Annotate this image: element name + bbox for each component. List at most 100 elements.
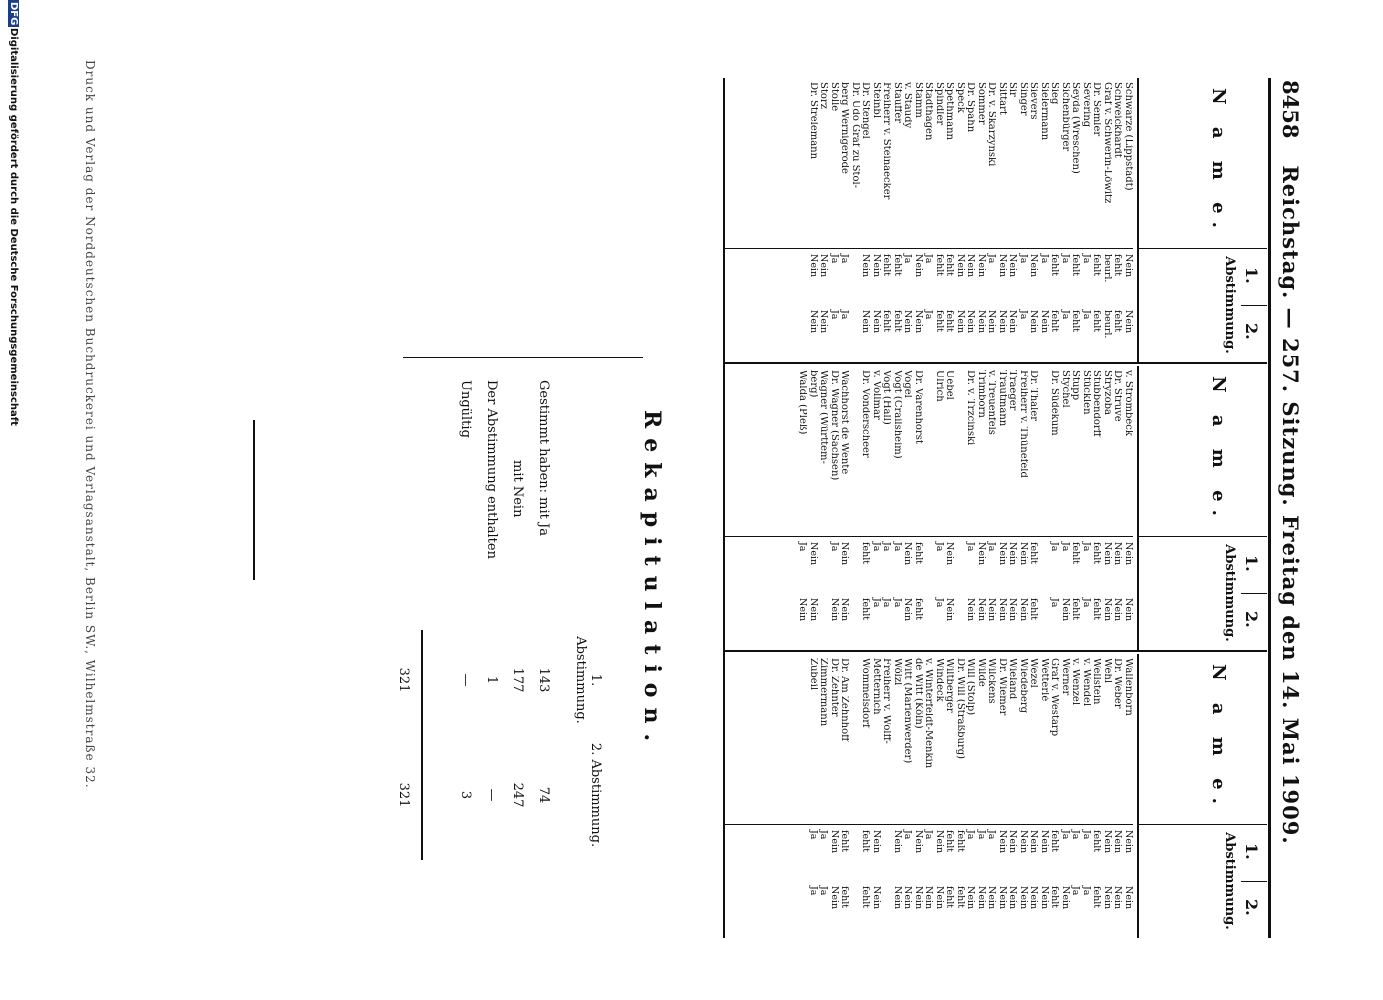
member-name: Dr. Strelemann	[808, 82, 818, 160]
vote-1-cell: Nein	[1007, 254, 1019, 278]
vote-1-cell: fehlt	[955, 830, 966, 853]
vote-1-cell: Ja	[1049, 542, 1061, 552]
vote-1-cell: Ja	[923, 830, 935, 840]
vote-2-cell: Ja	[881, 598, 893, 608]
vote-1-cell: Ja	[902, 830, 914, 840]
vote-2-cell: Nein	[1007, 886, 1019, 910]
vote-2-cell: Nein	[892, 886, 903, 910]
member-name: Sommer	[976, 82, 986, 125]
vote-1-cell: Ja	[902, 254, 914, 264]
vote-2-cell: Ja	[923, 310, 935, 320]
vote-2-cell: fehlt	[1091, 886, 1103, 909]
member-name: Stücklen	[1081, 370, 1091, 415]
vote-1-cell: Ja	[986, 254, 998, 264]
member-name: Stamm	[913, 82, 923, 118]
page-header: 8458 Reichstag. — 257. Sitzung. Freitag …	[1275, 80, 1303, 930]
member-name: Werner	[1060, 658, 1070, 696]
member-name: Dr. Spahn	[965, 82, 976, 133]
member-name: Ulrich	[934, 370, 944, 402]
member-name: Dr. Wagner (Sachsen)	[829, 370, 839, 481]
page-title: Reichstag. — 257. Sitzung. Freitag den 1…	[1278, 165, 1303, 845]
vote-1-cell: Ja	[818, 830, 830, 840]
vote-1-cell: fehlt	[913, 542, 924, 565]
vote-1-cell: Ja	[976, 830, 987, 840]
vote-1-cell: fehlt	[892, 254, 903, 277]
vote-1-cell: Nein	[1102, 542, 1113, 566]
member-name: Wiedeberg	[1018, 658, 1028, 714]
member-name: Dr. Struve	[1112, 370, 1123, 422]
vote-2-cell: fehlt	[1049, 310, 1061, 333]
member-name: Dr. Am Zehnhoff	[839, 658, 850, 742]
vote-2-cell: Ja	[1018, 310, 1029, 320]
vote-1-cell: Nein	[1018, 830, 1029, 854]
member-name: Stryzoba	[1102, 370, 1112, 415]
vote-2-cell: Nein	[1123, 310, 1134, 334]
vote-2-cell: Ja	[1060, 310, 1071, 320]
vote-2-cell: Ja	[1049, 598, 1061, 608]
recap-label: Der Abstimmung enthalten	[484, 380, 499, 559]
vote-2-cell: Nein	[902, 310, 914, 334]
vote-2-cell: fehlt	[913, 598, 924, 621]
recap-total: 321	[396, 667, 411, 693]
table-header: N a m e. 1. 2. Abstimmung.	[1137, 654, 1267, 938]
vote-2-cell: Nein	[1028, 310, 1040, 334]
vote-2-cell: Nein	[902, 598, 914, 622]
vote-1-cell: Ja	[934, 542, 945, 552]
vote-2-cell: Ja	[818, 886, 830, 896]
member-name: berg)	[808, 370, 818, 398]
vote-2-cell: Nein	[986, 598, 998, 622]
vote-2-cell: fehlt	[1028, 598, 1040, 621]
dfg-logo: DFG	[8, 0, 19, 28]
member-name: Dr. Wiemer	[997, 658, 1007, 716]
vote-1-cell: Ja	[1060, 254, 1071, 264]
member-name: v. Wendel	[1081, 658, 1091, 707]
vote-2-cell: Nein	[986, 886, 998, 910]
vote-2-cell: Nein	[913, 886, 924, 910]
table-row	[923, 366, 934, 650]
vote-2-cell: fehlt	[839, 886, 851, 909]
vote-1-cell: Nein	[1112, 542, 1124, 566]
vote-2-cell: fehlt	[955, 886, 966, 909]
vote-2-cell: Nein	[829, 598, 840, 622]
member-name: Sittart	[997, 82, 1007, 115]
vote-2-cell: Nein	[1039, 310, 1050, 334]
recap-value: 247	[510, 782, 525, 808]
vote-1-cell: Ja	[829, 542, 840, 552]
member-name: Freiherr v. Wolff-	[881, 658, 892, 744]
vote-1-cell: Nein	[818, 254, 830, 278]
header-divider	[1241, 593, 1267, 594]
member-name: berg Wernigerode	[839, 82, 850, 174]
table-bottom-rule	[723, 78, 725, 938]
vote-2-cell: fehlt	[1070, 598, 1082, 621]
member-name: Wölzl	[892, 658, 902, 686]
vote-2-cell: fehlt	[881, 310, 893, 333]
recap-label: Gestimmt haben: mit Ja	[536, 380, 551, 536]
imprint: Druck und Verlag der Norddeutschen Buchd…	[83, 60, 97, 789]
member-name: Wieland	[1007, 658, 1018, 700]
